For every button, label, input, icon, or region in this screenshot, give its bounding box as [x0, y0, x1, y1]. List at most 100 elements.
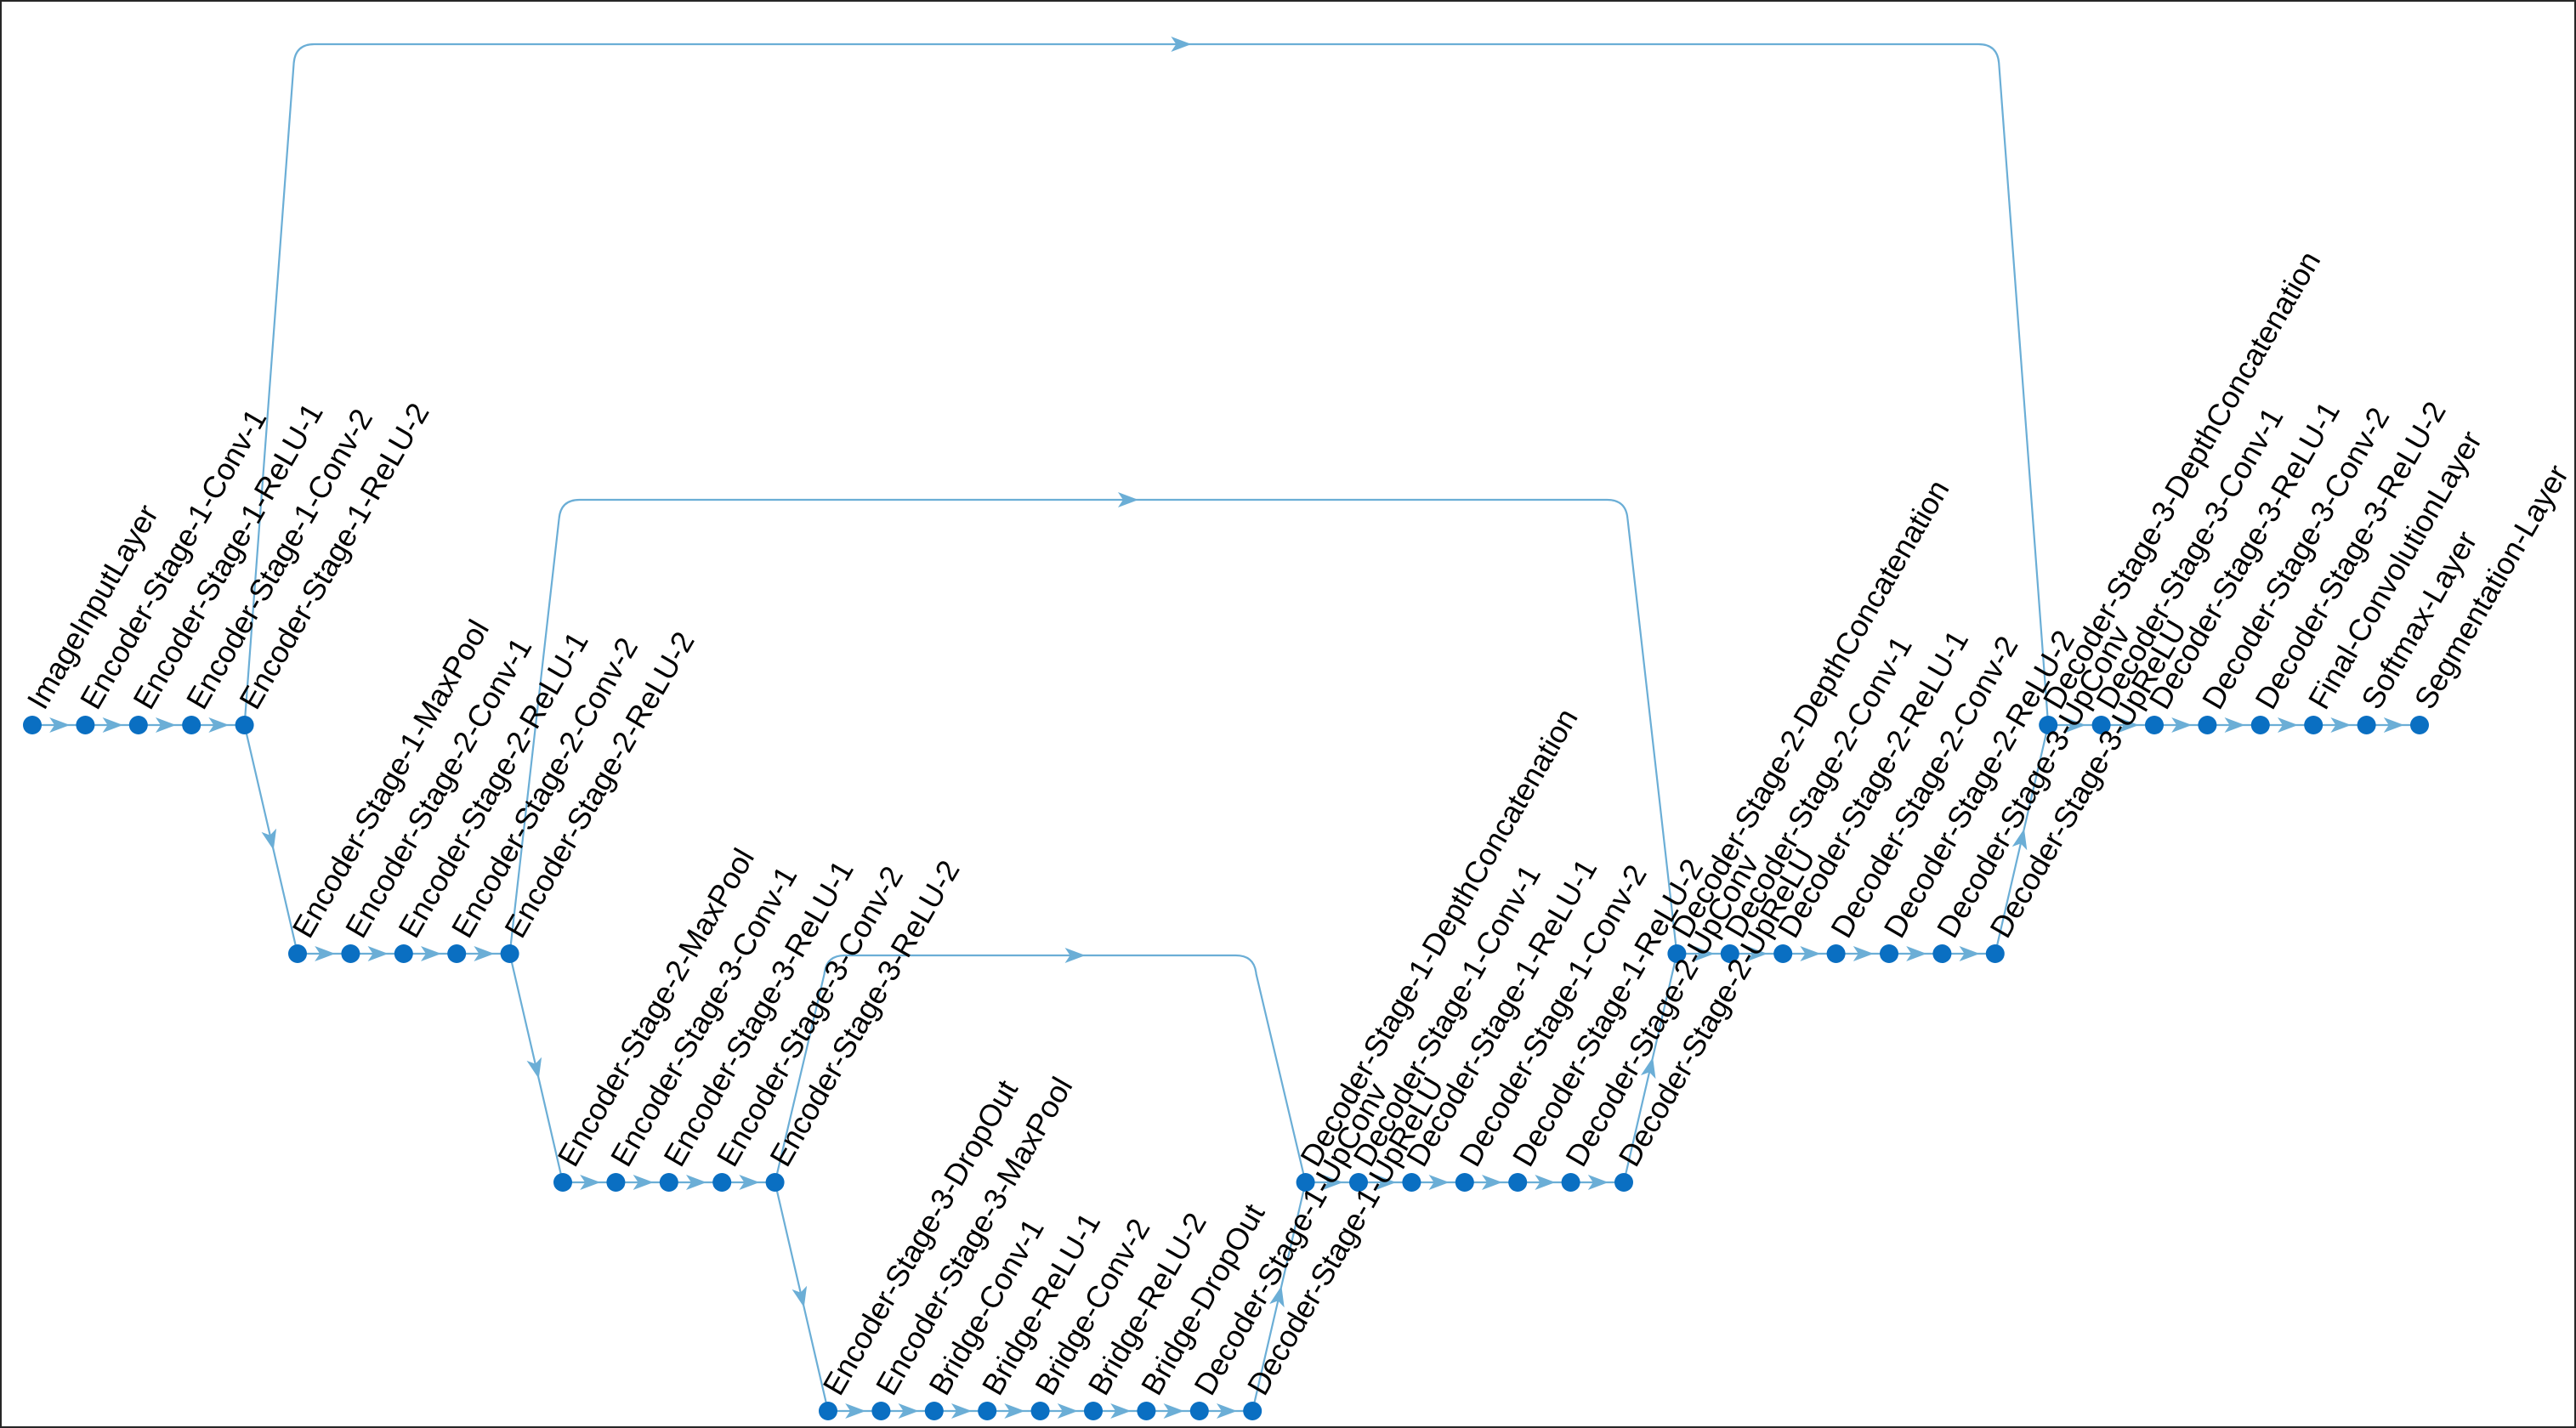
node-decoder-stage-1-upconv[interactable] [1189, 1402, 1209, 1420]
edge-arrow-encoder-stage-1-conv-2 [208, 717, 230, 733]
node-encoder-stage-3-maxpool[interactable] [871, 1402, 891, 1420]
node-bridge-conv-2[interactable] [1030, 1402, 1050, 1420]
edge-arrow-decoder-stage-2-conv-2 [1853, 946, 1874, 961]
edge-arrow-decoder-stage-2-relu-2 [1906, 946, 1927, 961]
edge-arrow-encoder-stage-1-conv-1 [102, 717, 123, 733]
node-decoder-stage-3-relu-1[interactable] [2145, 716, 2164, 734]
node-encoder-stage-1-relu-1[interactable] [128, 716, 148, 734]
edge-arrow-imageinputlayer [49, 717, 71, 733]
node-encoder-stage-3-dropout[interactable] [819, 1402, 837, 1420]
node-bridge-dropout[interactable] [1137, 1402, 1156, 1420]
node-encoder-stage-3-conv-2[interactable] [712, 1173, 732, 1192]
edge-arrow-decoder-stage-3-upconv [1959, 946, 1980, 961]
edge-arrow-bridge-relu-1 [1004, 1403, 1025, 1419]
edge-arrow-bridge-conv-2 [1057, 1403, 1078, 1419]
node-decoder-stage-2-relu-2[interactable] [1880, 944, 1898, 963]
edge-arrow-encoder-stage-2-conv-2 [474, 946, 495, 961]
edge-arrow-decoder-stage-2-depthconcatenation [1694, 946, 1715, 961]
node-decoder-stage-1-depthconcatenation[interactable] [1296, 1173, 1315, 1192]
edge-arrow-decoder-stage-2-upconv [1587, 1175, 1609, 1190]
edge-arrow-final-convolutionlayer [2330, 717, 2352, 733]
node-segmentation-layer[interactable] [2410, 716, 2429, 734]
edge-arrow-encoder-stage-3-dropout [845, 1403, 866, 1419]
edge-arrow-encoder-stage-2-maxpool [580, 1175, 601, 1190]
node-decoder-stage-3-uprelu[interactable] [1985, 944, 2005, 963]
node-encoder-stage-2-relu-1[interactable] [394, 944, 413, 963]
skip-arrow-encoder-stage-1-relu-2 [1171, 37, 1192, 52]
edge-arrow-decoder-stage-3-conv-1 [2118, 717, 2139, 733]
node-bridge-relu-1[interactable] [978, 1402, 997, 1420]
node-decoder-stage-2-uprelu[interactable] [1614, 1173, 1633, 1192]
edge-arrow-encoder-stage-3-conv-1 [633, 1175, 654, 1190]
node-decoder-stage-2-relu-1[interactable] [1773, 944, 1793, 963]
edge-arrow-encoder-stage-2-relu-1 [421, 946, 441, 961]
edge-arrow-decoder-stage-2-uprelu [1640, 1057, 1656, 1080]
node-encoder-stage-2-conv-1[interactable] [341, 944, 360, 963]
node-decoder-stage-2-depthconcatenation[interactable] [1667, 944, 1687, 963]
edge-arrow-encoder-stage-3-relu-2 [792, 1285, 808, 1308]
node-encoder-stage-2-maxpool[interactable] [553, 1173, 572, 1192]
edge-arrow-encoder-stage-1-maxpool [315, 946, 336, 961]
node-decoder-stage-3-depthconcatenation[interactable] [2039, 716, 2058, 734]
label-layer: ImageInputLayerEncoder-Stage-1-Conv-1Enc… [20, 245, 2574, 1401]
node-decoder-stage-1-relu-1[interactable] [1402, 1173, 1421, 1192]
edge-arrow-decoder-stage-3-relu-2 [2278, 717, 2298, 733]
edge-arrow-encoder-stage-3-relu-1 [686, 1175, 706, 1190]
node-encoder-stage-1-conv-2[interactable] [182, 716, 201, 734]
node-decoder-stage-2-conv-1[interactable] [1720, 944, 1739, 963]
node-decoder-stage-1-conv-2[interactable] [1455, 1173, 1474, 1192]
edge-arrow-bridge-conv-1 [951, 1403, 972, 1419]
edge-arrow-decoder-stage-1-conv-2 [1482, 1175, 1502, 1190]
node-final-convolutionlayer[interactable] [2304, 716, 2324, 734]
edge-arrow-encoder-stage-3-maxpool [898, 1403, 919, 1419]
node-decoder-stage-2-conv-2[interactable] [1826, 944, 1846, 963]
node-encoder-stage-3-relu-2[interactable] [765, 1173, 785, 1192]
node-decoder-stage-3-upconv[interactable] [1932, 944, 1952, 963]
node-softmax-layer[interactable] [2357, 716, 2376, 734]
edge-arrow-bridge-dropout [1163, 1403, 1184, 1419]
node-imageinputlayer[interactable] [23, 716, 42, 734]
edge-arrow-decoder-stage-1-uprelu [1269, 1285, 1285, 1308]
edge-arrow-decoder-stage-2-relu-1 [1800, 946, 1821, 961]
edge-arrow-softmax-layer [2383, 717, 2404, 733]
edge-arrow-encoder-stage-2-relu-2 [526, 1057, 542, 1080]
node-layer [23, 716, 2429, 1420]
skip-edge-encoder-stage-2-relu-2 [508, 498, 1678, 955]
skip-edge-encoder-stage-3-relu-2 [774, 954, 1307, 1183]
skip-arrow-encoder-stage-2-relu-2 [1118, 492, 1138, 507]
edge-arrow-encoder-stage-3-conv-2 [739, 1175, 760, 1190]
edge-arrow-decoder-stage-1-conv-1 [1376, 1175, 1397, 1190]
node-decoder-stage-1-relu-2[interactable] [1508, 1173, 1528, 1192]
node-decoder-stage-3-conv-2[interactable] [2198, 716, 2217, 734]
node-bridge-relu-2[interactable] [1084, 1402, 1103, 1420]
node-encoder-stage-3-relu-1[interactable] [659, 1173, 678, 1192]
edge-arrow-decoder-stage-3-conv-2 [2224, 717, 2245, 733]
edge-arrow-decoder-stage-3-relu-1 [2171, 717, 2193, 733]
edge-arrow-decoder-stage-1-relu-1 [1428, 1175, 1450, 1190]
skip-arrow-encoder-stage-3-relu-2 [1064, 948, 1086, 963]
node-encoder-stage-1-conv-1[interactable] [76, 716, 95, 734]
node-decoder-stage-1-uprelu[interactable] [1243, 1402, 1262, 1420]
edge-arrow-decoder-stage-1-depthconcatenation [1322, 1175, 1343, 1190]
node-encoder-stage-3-conv-1[interactable] [606, 1173, 626, 1192]
edge-arrow-decoder-stage-2-conv-1 [1747, 946, 1767, 961]
edge-arrow-decoder-stage-1-relu-2 [1535, 1175, 1556, 1190]
node-bridge-conv-1[interactable] [924, 1402, 944, 1420]
node-encoder-stage-1-maxpool[interactable] [288, 944, 307, 963]
node-decoder-stage-2-upconv[interactable] [1561, 1173, 1580, 1192]
skip-edge-encoder-stage-1-relu-2 [243, 42, 2050, 726]
node-decoder-stage-1-conv-1[interactable] [1349, 1173, 1368, 1192]
edge-arrow-encoder-stage-1-relu-2 [261, 828, 277, 851]
edge-arrow-encoder-stage-2-conv-1 [367, 946, 389, 961]
node-decoder-stage-3-relu-2[interactable] [2250, 716, 2270, 734]
edge-arrow-bridge-relu-2 [1110, 1403, 1132, 1419]
edge-arrow-decoder-stage-3-depthconcatenation [2065, 717, 2086, 733]
edge-arrow-encoder-stage-1-relu-1 [156, 717, 176, 733]
node-encoder-stage-1-relu-2[interactable] [235, 716, 254, 734]
node-encoder-stage-2-relu-2[interactable] [500, 944, 519, 963]
node-decoder-stage-3-conv-1[interactable] [2091, 716, 2111, 734]
node-encoder-stage-2-conv-2[interactable] [447, 944, 467, 963]
edge-arrow-decoder-stage-3-uprelu [2011, 828, 2028, 851]
